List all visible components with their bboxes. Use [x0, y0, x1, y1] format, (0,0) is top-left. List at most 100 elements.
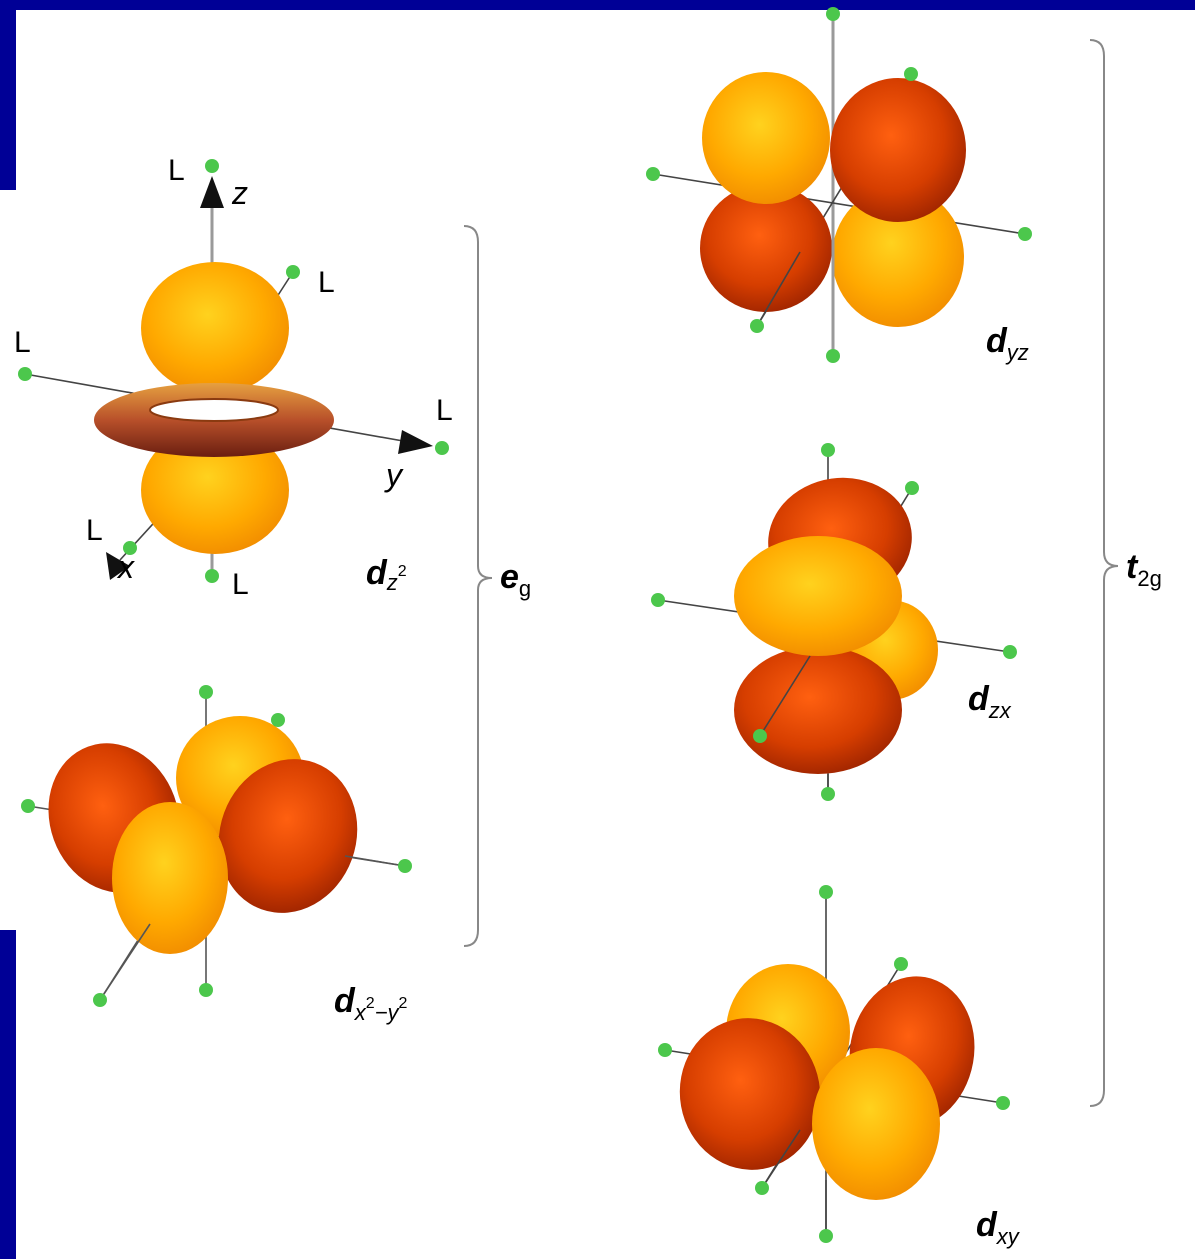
ligand-dot [398, 859, 412, 873]
ligand-dot [750, 319, 764, 333]
ligand-label: L [86, 514, 103, 547]
dzx-front-lobe [734, 536, 902, 656]
ligand-dot [93, 993, 107, 1007]
dyz-upper-left-lobe [702, 72, 830, 204]
t2g-label: t2g [1126, 548, 1162, 591]
frame-left-lower-bar [0, 930, 16, 1259]
ligand-dot [821, 787, 835, 801]
group-subscript: g [519, 576, 531, 601]
orbital-dzx: dzx [651, 443, 1017, 801]
dz2-label: dz2 [366, 554, 407, 595]
y-axis-arrow-icon [398, 430, 433, 454]
dxy-left-lobe [679, 1018, 821, 1170]
dyz-lower-right-lobe [832, 187, 964, 327]
ligand-dot [21, 799, 35, 813]
ligand-dot [435, 441, 449, 455]
x-axis-label: x [116, 549, 135, 585]
group-symbol: e [500, 558, 519, 596]
orbital-dxy: dxy [658, 885, 1021, 1249]
ligand-label: L [232, 568, 249, 601]
group-symbol: t [1126, 548, 1139, 586]
frame-left-upper-bar [0, 0, 16, 190]
z-axis-arrow-icon [200, 176, 224, 208]
orbital-subscript: zx [988, 698, 1012, 723]
ligand-dot [651, 593, 665, 607]
eg-label: eg [500, 558, 531, 601]
ligand-dot [755, 1181, 769, 1195]
axis-line [761, 1129, 801, 1189]
dz2-bottom-lobe [141, 426, 289, 554]
ligand-label: L [14, 326, 31, 359]
group-subscript: 2g [1137, 566, 1161, 591]
ligand-dot [199, 983, 213, 997]
orbital-symbol: d [986, 322, 1008, 360]
ligand-label: L [318, 266, 335, 299]
orbital-subscript: xy [996, 1224, 1021, 1249]
dz2-torus-hole [150, 399, 278, 421]
ligand-label: L [168, 154, 185, 187]
dx2y2-front-lobe [112, 802, 228, 954]
ligand-dot [996, 1096, 1010, 1110]
x-axis-arrow-icon [106, 552, 130, 580]
ligand-dot [894, 957, 908, 971]
z-axis-label: z [231, 175, 248, 211]
ligand-dot [205, 159, 219, 173]
dyz-upper-right-lobe [830, 78, 966, 222]
axis-line [652, 173, 1026, 235]
ligand-dot [123, 541, 137, 555]
dz2-top-lobe [141, 262, 289, 394]
orbital-symbol: d [976, 1206, 998, 1244]
dx2y2-label: dx2−y2 [334, 982, 408, 1025]
dyz-label: dyz [986, 322, 1029, 365]
orbital-symbol: d [334, 982, 356, 1020]
orbital-subscript: −y [375, 1000, 401, 1025]
ligand-dot [1003, 645, 1017, 659]
dz2-torus-rim [149, 398, 279, 422]
orbital-subscript: yz [1005, 340, 1029, 365]
orbital-subscript: x [354, 1000, 367, 1025]
orbital-subscript: z [386, 570, 398, 595]
axis-line [344, 855, 406, 867]
axis-line [756, 251, 801, 327]
orbital-dz2: L L L L L L z y x dz2 [14, 154, 453, 601]
ligand-dot [199, 685, 213, 699]
dzx-bottom-lobe [734, 646, 902, 774]
orbital-superscript: 2 [366, 995, 375, 1012]
ligand-dot [271, 713, 285, 727]
t2g-brace [1089, 39, 1119, 1107]
ligand-dot [286, 265, 300, 279]
dyz-lower-left-lobe [700, 184, 832, 312]
dxy-front-lobe [812, 1048, 940, 1200]
axis-line [759, 655, 811, 737]
ligand-dot [646, 167, 660, 181]
frame-top-bar [0, 0, 1195, 10]
ligand-dot [753, 729, 767, 743]
ligand-dot [819, 1229, 833, 1243]
ligand-dot [826, 349, 840, 363]
axis-line [99, 923, 151, 1001]
ligand-dot [905, 481, 919, 495]
ligand-dot [658, 1043, 672, 1057]
ligand-dot [1018, 227, 1032, 241]
eg-bracket: eg [463, 225, 531, 947]
dx2y2-right-lobe [218, 759, 358, 913]
t2g-bracket: t2g [1089, 39, 1162, 1107]
ligand-dot [904, 67, 918, 81]
ligand-dot [205, 569, 219, 583]
dxy-label: dxy [976, 1206, 1021, 1249]
y-axis-label: y [384, 457, 404, 493]
ligand-dot [18, 367, 32, 381]
ligand-dot [821, 443, 835, 457]
orbital-dyz: dyz [646, 7, 1032, 365]
ligand-dot [819, 885, 833, 899]
ligand-dot [826, 7, 840, 21]
orbital-dx2-y2: dx2−y2 [21, 685, 412, 1025]
eg-brace [463, 225, 493, 947]
orbital-superscript: 2 [398, 563, 407, 580]
dzx-label: dzx [968, 680, 1012, 723]
orbital-symbol: d [366, 554, 388, 592]
orbital-symbol: d [968, 680, 990, 718]
ligand-label: L [436, 394, 453, 427]
